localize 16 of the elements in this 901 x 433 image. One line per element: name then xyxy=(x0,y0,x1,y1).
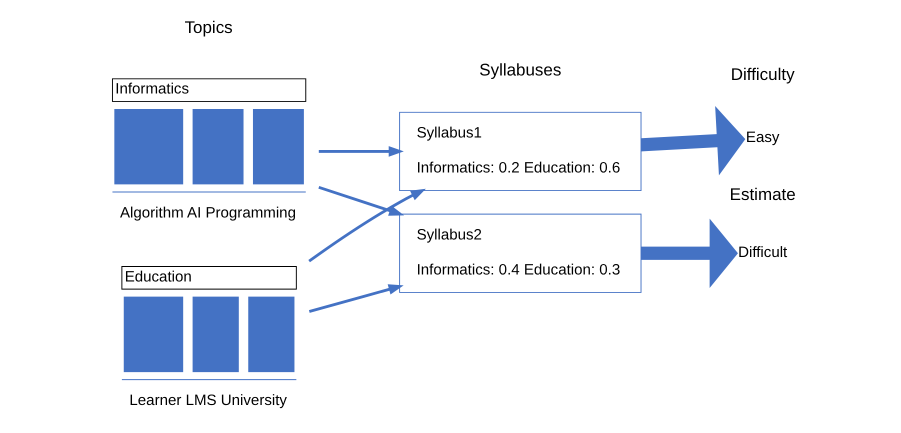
node-box: Syllabus2 Informatics: 0.4 Education: 0.3 xyxy=(398,214,641,293)
node-label: Algorithm AI Programming xyxy=(119,204,296,222)
label: Difficulty xyxy=(730,65,794,84)
arrow xyxy=(318,146,404,157)
node-label: Learner LMS University xyxy=(128,392,286,409)
arrow xyxy=(640,218,738,288)
arrow xyxy=(318,186,404,216)
node-text: Difficult xyxy=(738,244,787,261)
arrow xyxy=(308,188,426,262)
label: Syllabuses xyxy=(478,60,561,80)
node-box: Syllabus1 Informatics: 0.2 Education: 0.6 xyxy=(398,112,641,192)
arrow xyxy=(308,284,404,313)
label: Estimate xyxy=(729,184,796,204)
node-text: Easy xyxy=(745,128,779,146)
label: Topics xyxy=(184,18,232,37)
arrow xyxy=(640,106,745,176)
